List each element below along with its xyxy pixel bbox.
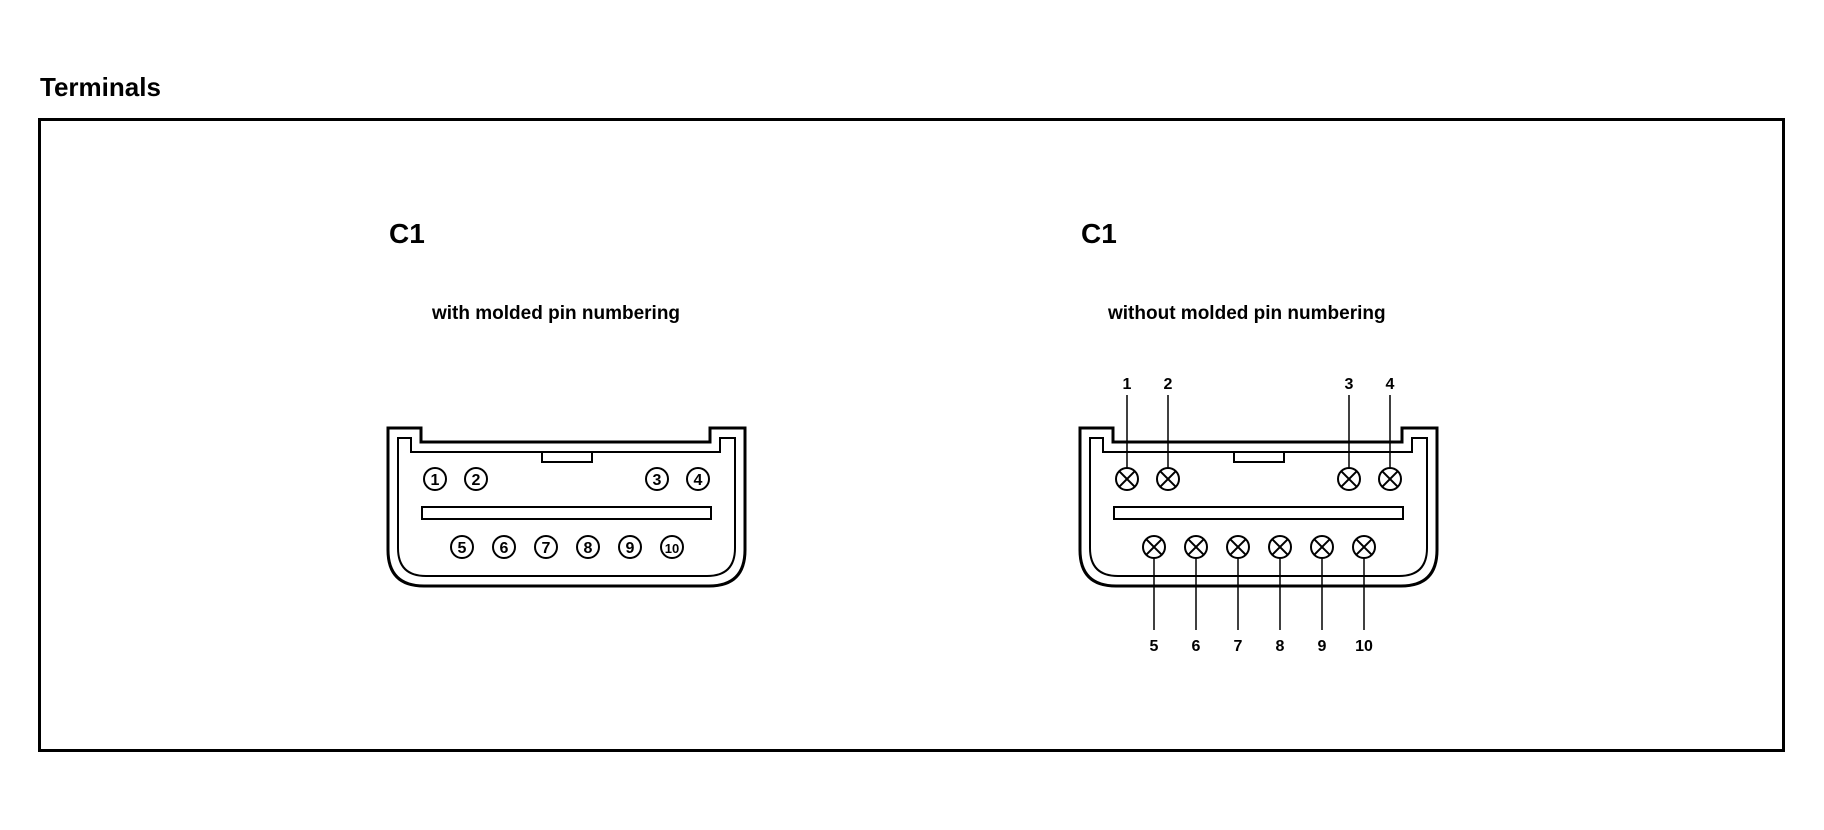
left-pin-circle (423, 467, 447, 491)
left-pin-circle (686, 467, 710, 491)
right-pin-8: 8 (1268, 535, 1292, 655)
left-pin-circle (618, 535, 642, 559)
right-pin-cross (1340, 470, 1358, 488)
right-connector-label: C1 (1081, 218, 1117, 249)
left-pin-6: 6 (492, 535, 516, 559)
left-pin-circle (492, 535, 516, 559)
left-pin-8: 8 (576, 535, 600, 559)
right-pin-6: 6 (1184, 535, 1208, 655)
right-pin-cross (1271, 538, 1289, 556)
right-pin-group: 1 2 3 4 5 6 7 8 9 10 (1115, 376, 1402, 655)
left-pin-1: 1 (423, 467, 447, 491)
left-pin-7: 7 (534, 535, 558, 559)
terminals-frame (38, 118, 1785, 752)
left-pin-9: 9 (618, 535, 642, 559)
left-pin-number: 5 (458, 540, 467, 557)
left-pin-2: 2 (464, 467, 488, 491)
left-pin-circle (660, 535, 684, 559)
right-pin-number: 5 (1150, 638, 1159, 655)
right-pin-number: 8 (1276, 638, 1285, 655)
right-pin-7: 7 (1226, 535, 1250, 655)
right-pin-9: 9 (1310, 535, 1334, 655)
right-pin-5: 5 (1142, 535, 1166, 655)
left-pin-4: 4 (686, 467, 710, 491)
right-pin-3: 3 (1337, 376, 1361, 491)
left-pin-5: 5 (450, 535, 474, 559)
left-pin-circle (534, 535, 558, 559)
right-pin-number: 1 (1123, 376, 1132, 393)
right-pin-number: 10 (1355, 638, 1373, 655)
right-pin-2: 2 (1156, 376, 1180, 491)
left-pin-3: 3 (645, 467, 669, 491)
left-pin-number: 4 (694, 472, 703, 489)
left-pin-circle (464, 467, 488, 491)
right-pin-cross (1145, 538, 1163, 556)
right-pin-cross (1313, 538, 1331, 556)
right-pin-4: 4 (1378, 376, 1402, 491)
left-pin-circle (576, 535, 600, 559)
left-pin-number: 8 (584, 540, 593, 557)
right-pin-10: 10 (1352, 535, 1376, 655)
left-pin-10: 10 (660, 535, 684, 559)
left-pin-number: 6 (500, 540, 509, 557)
right-pin-number: 9 (1318, 638, 1327, 655)
left-pin-circle (450, 535, 474, 559)
left-connector-body (386, 426, 747, 588)
right-pin-number: 4 (1386, 376, 1395, 393)
left-connector-label: C1 (389, 218, 425, 249)
right-connector-body (1078, 426, 1439, 588)
left-pin-number: 2 (472, 472, 481, 489)
left-pin-number: 9 (626, 540, 635, 557)
left-pin-number: 3 (653, 472, 662, 489)
left-pin-number: 1 (431, 472, 440, 489)
right-pin-number: 7 (1234, 638, 1243, 655)
right-pin-cross (1187, 538, 1205, 556)
right-pin-number: 6 (1192, 638, 1201, 655)
right-connector-subtitle: without molded pin numbering (1108, 303, 1386, 324)
left-pin-number: 10 (665, 541, 679, 556)
right-pin-cross (1381, 470, 1399, 488)
right-pin-number: 3 (1345, 376, 1354, 393)
right-pin-number: 2 (1164, 376, 1173, 393)
left-connector-subtitle: with molded pin numbering (432, 303, 681, 324)
page-title: Terminals (40, 72, 161, 102)
left-pin-number: 7 (542, 540, 551, 557)
right-pin-cross (1118, 470, 1136, 488)
left-pin-circle (645, 467, 669, 491)
right-pin-cross (1229, 538, 1247, 556)
right-pin-cross (1159, 470, 1177, 488)
right-pin-1: 1 (1115, 376, 1139, 491)
left-pin-group: 1 2 3 4 5 6 7 8 9 10 (423, 467, 710, 559)
right-pin-cross (1355, 538, 1373, 556)
